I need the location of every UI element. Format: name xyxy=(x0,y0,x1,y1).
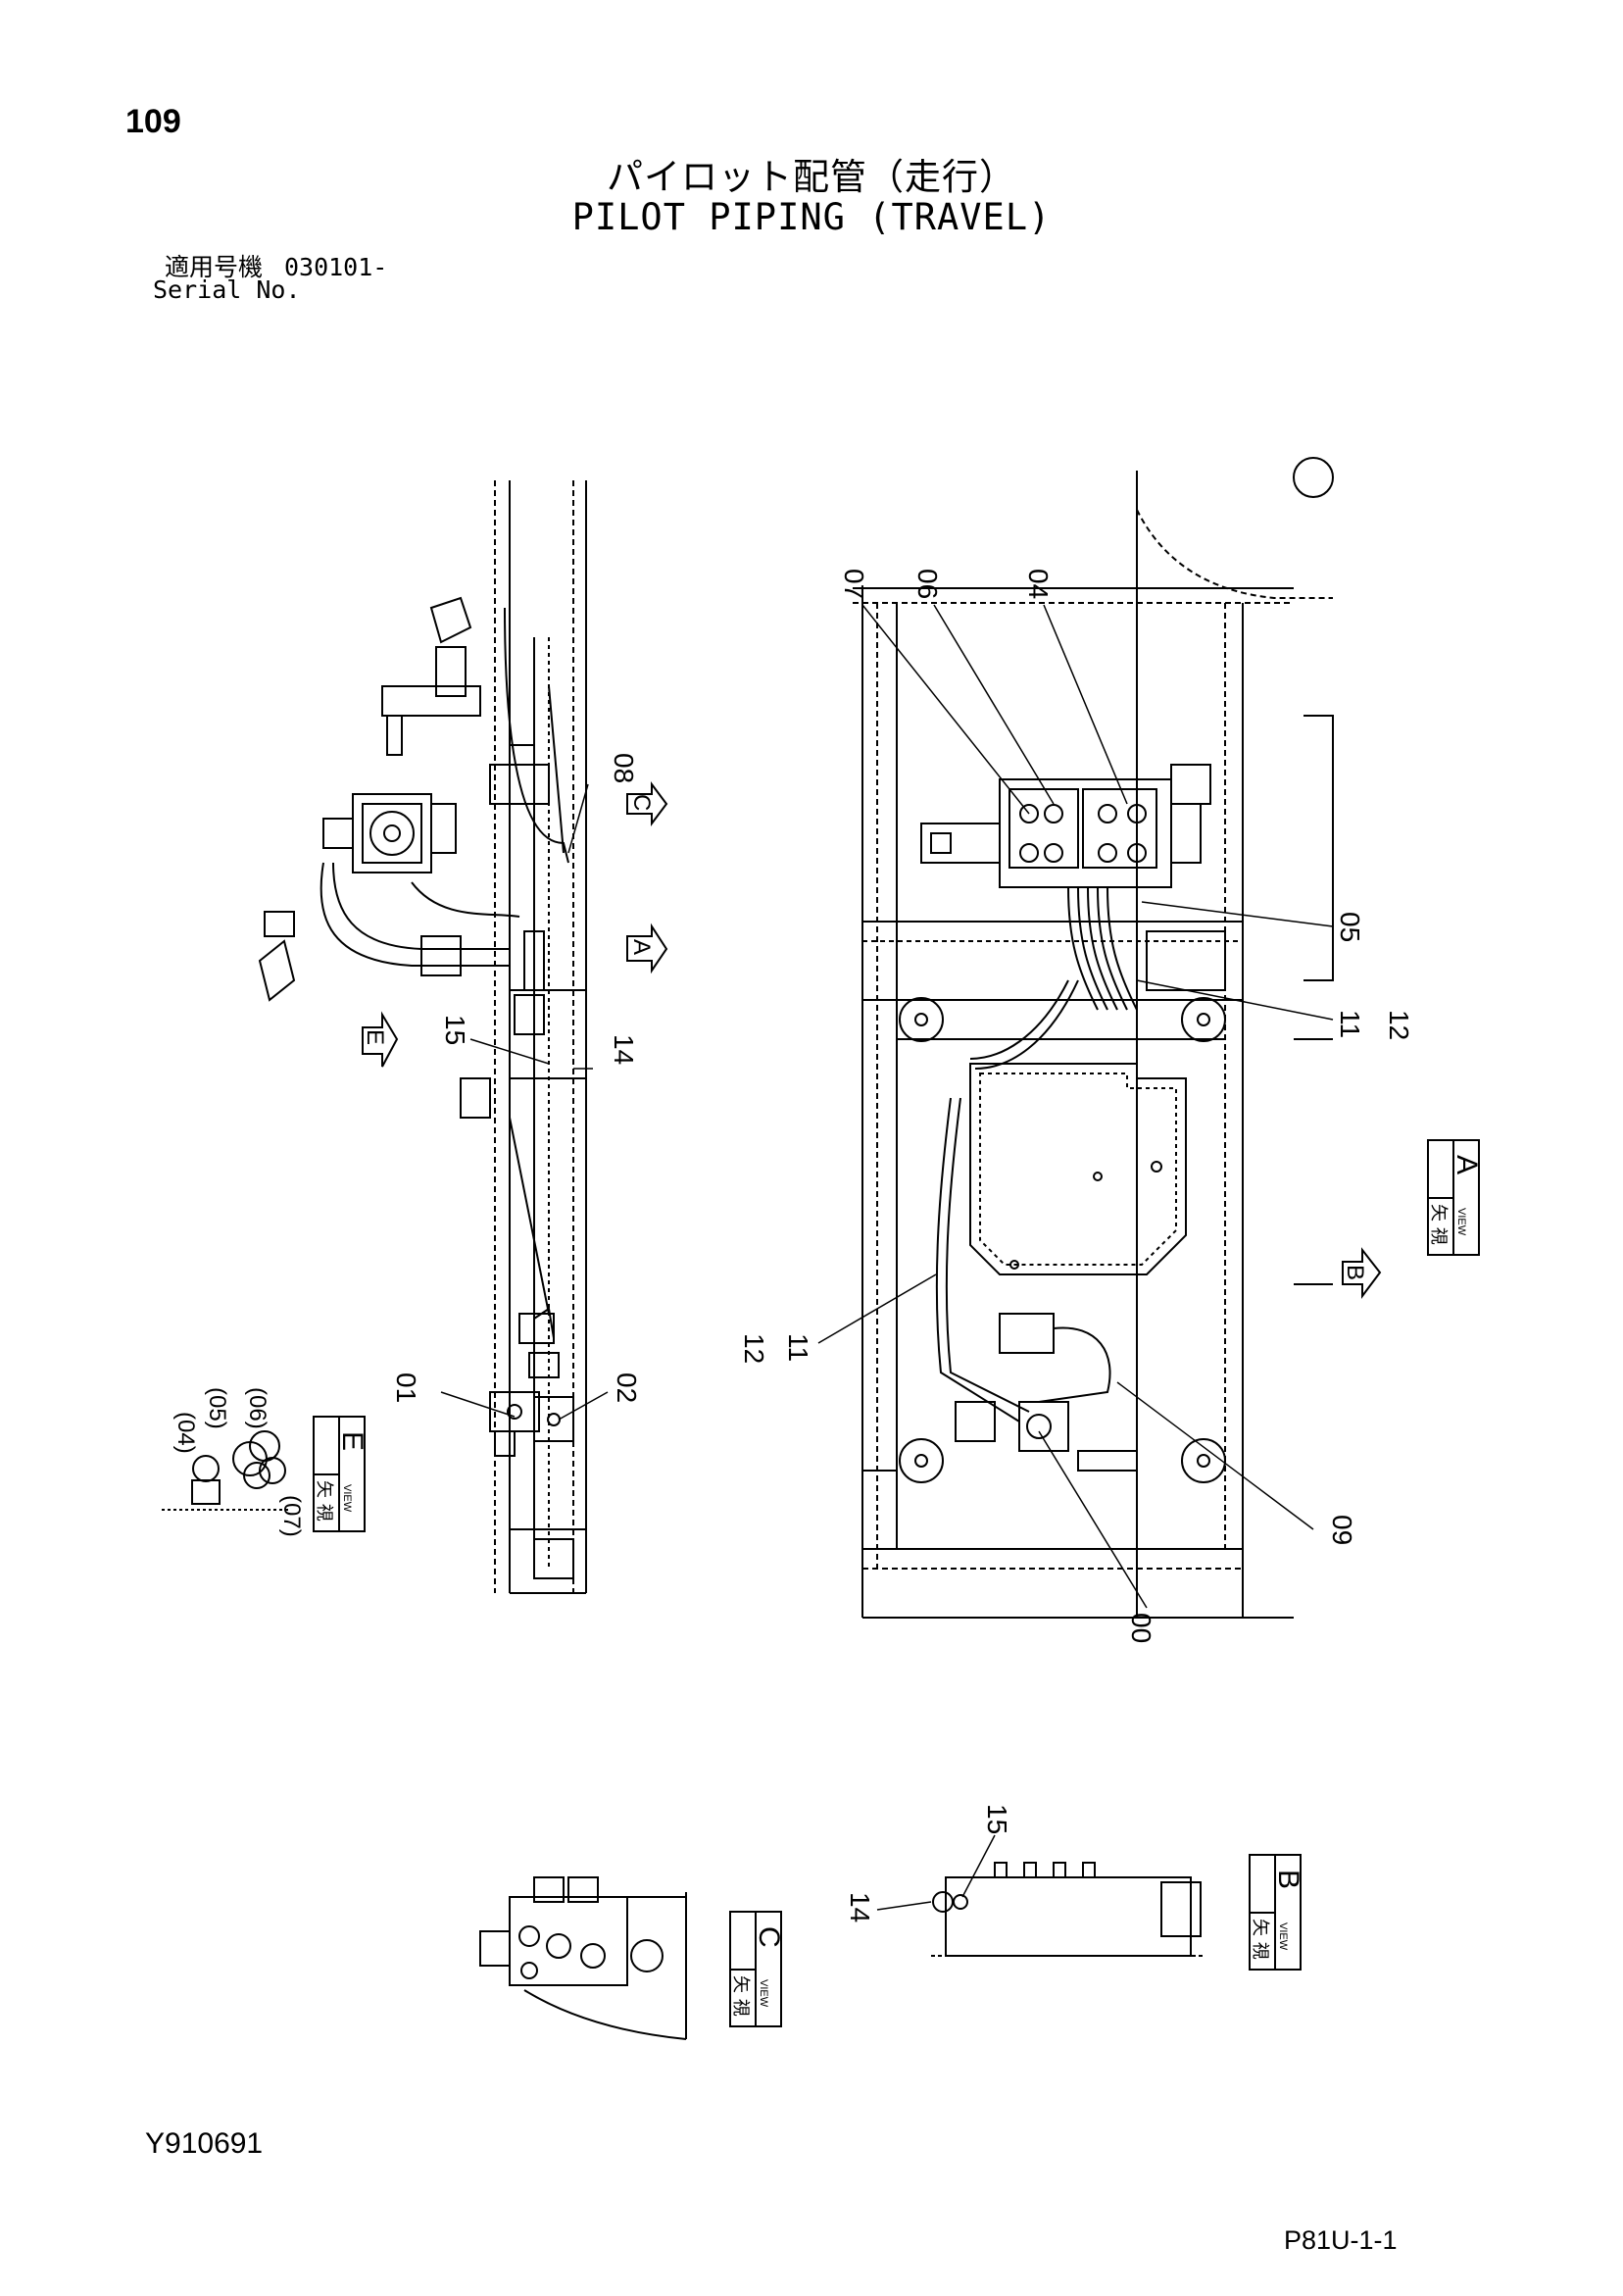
arrow-label-e: E xyxy=(362,1029,388,1045)
page-number: 109 xyxy=(125,103,181,140)
view-e-jp: 矢 視 xyxy=(314,1480,334,1522)
view-c-en: VIEW xyxy=(758,1979,769,2008)
view-c-letter: C xyxy=(753,1926,785,1948)
callout-14-left: 14 xyxy=(609,1034,639,1065)
view-a-letter: A xyxy=(1451,1155,1483,1174)
lower-valve-assembly xyxy=(862,1097,1138,1472)
callout-e-06: (06) xyxy=(244,1387,270,1429)
page-reference: P81U-1-1 xyxy=(1284,2225,1398,2255)
serial-value: 030101- xyxy=(283,253,388,281)
callout-11-lower: 11 xyxy=(783,1333,813,1362)
view-a-en: VIEW xyxy=(1455,1208,1467,1236)
callout-e-05: (05) xyxy=(204,1387,230,1429)
right-frame xyxy=(853,471,1334,1619)
view-box-a xyxy=(1427,1139,1480,1256)
callout-14-view-b: 14 xyxy=(845,1892,875,1922)
callout-00: 00 xyxy=(1126,1613,1156,1643)
title-english: PILOT PIPING (TRAVEL) xyxy=(571,196,1052,238)
callout-12-lower: 12 xyxy=(739,1333,769,1364)
callout-02: 02 xyxy=(612,1373,642,1403)
callout-05: 05 xyxy=(1335,912,1365,942)
arrow-label-b: B xyxy=(1342,1265,1368,1280)
view-e-letter: E xyxy=(336,1431,369,1451)
left-pilot-valve xyxy=(258,596,574,1457)
view-b-en: VIEW xyxy=(1277,1922,1289,1951)
view-c-drawing xyxy=(479,1876,687,2040)
view-b-drawing xyxy=(931,1862,1205,1957)
arrow-label-c: C xyxy=(628,794,655,811)
callout-08: 08 xyxy=(609,753,639,783)
view-box-e xyxy=(313,1416,366,1532)
callout-07: 07 xyxy=(839,569,869,599)
callout-e-04: (04) xyxy=(172,1412,199,1454)
view-c-jp: 矢 視 xyxy=(730,1975,751,2017)
view-box-b xyxy=(1249,1854,1302,1971)
serial-label-japanese: 適用号機 030101- xyxy=(165,248,387,283)
callout-12-upper: 12 xyxy=(1384,1010,1414,1040)
callout-09: 09 xyxy=(1327,1515,1357,1545)
arrow-label-a: A xyxy=(628,939,655,955)
view-arrow-b xyxy=(1342,1247,1382,1299)
view-b-jp: 矢 視 xyxy=(1250,1919,1270,1960)
view-arrow-c xyxy=(626,781,668,826)
mount-pads xyxy=(899,997,1226,1483)
callout-06: 06 xyxy=(912,569,943,599)
view-b-letter: B xyxy=(1272,1870,1304,1889)
view-e-en: VIEW xyxy=(341,1484,353,1513)
view-arrow-a xyxy=(626,923,668,974)
callout-04: 04 xyxy=(1023,569,1054,599)
callout-e-07: (07) xyxy=(278,1495,305,1537)
view-arrow-e xyxy=(362,1011,399,1068)
center-plate xyxy=(969,1063,1187,1275)
callout-01: 01 xyxy=(391,1373,421,1403)
serial-label-english: Serial No. xyxy=(153,275,301,304)
view-e-drawing xyxy=(162,1430,289,1511)
title-japanese: パイロット配管（走行） xyxy=(607,156,1016,198)
callout-11-upper: 11 xyxy=(1335,1010,1365,1038)
document-id: Y910691 xyxy=(145,2127,264,2160)
serial-label-jp-text: 適用号機 xyxy=(165,253,264,281)
callout-15-left: 15 xyxy=(440,1015,470,1045)
view-a-jp: 矢 視 xyxy=(1428,1204,1449,1245)
reference-circle xyxy=(1293,457,1334,498)
control-valve-block xyxy=(920,764,1226,1070)
callout-15-view-b: 15 xyxy=(982,1804,1012,1834)
view-box-c xyxy=(729,1911,782,2027)
leader-lines xyxy=(440,604,1334,1911)
